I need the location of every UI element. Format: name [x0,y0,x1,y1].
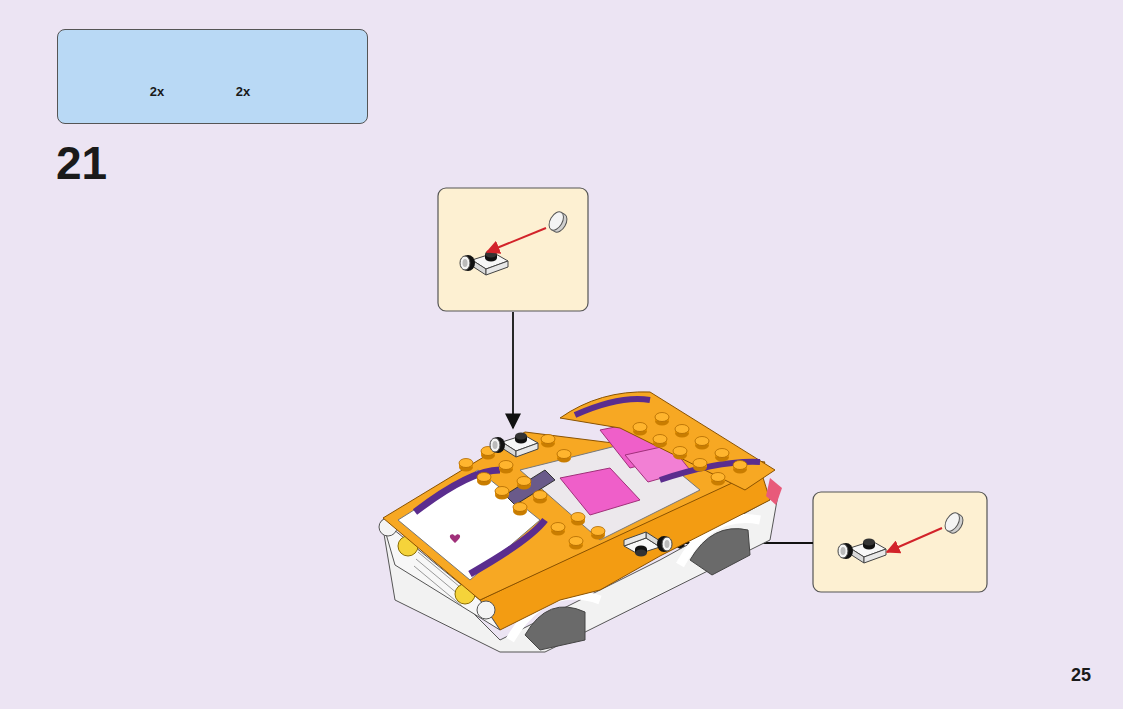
car-model [379,392,782,652]
callout-box [438,188,588,311]
parts-list-box: 2x 2x [57,29,368,124]
callout-box [813,492,987,592]
step-number: 21 [56,140,107,186]
quantity-label: 2x [236,85,250,98]
quantity-label: 2x [150,85,164,98]
page-number: 25 [1071,666,1091,684]
callout-arrow [512,312,514,428]
